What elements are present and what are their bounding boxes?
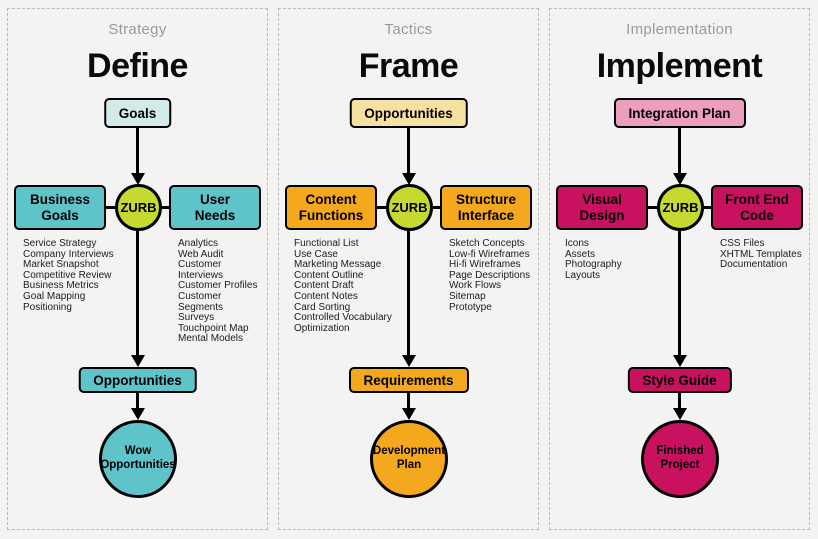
list-item: Assets: [565, 248, 596, 260]
list-item: Service Strategy: [23, 238, 97, 249]
list-item: Mental Models: [178, 333, 244, 345]
list-item: Web Audit: [178, 248, 224, 260]
list-item: Hi-fi Wireframes: [449, 259, 521, 271]
list-item: CSS Files: [720, 238, 765, 249]
connector-line: [407, 229, 410, 357]
arrow-down-icon: [673, 173, 687, 185]
list-item: Market Snapshot: [23, 259, 99, 271]
list-item: Customer Interviews: [178, 259, 224, 281]
list-item: Card Sorting: [294, 301, 351, 313]
panel-implementation: Implementation Implement Integration Pla…: [549, 8, 810, 530]
column-category: Implementation: [626, 21, 733, 38]
connector-line: [678, 127, 681, 175]
left-node: Visual Design: [556, 185, 648, 230]
connector-line: [136, 127, 139, 175]
panel-tactics: Tactics Frame Opportunities Content Func…: [278, 8, 539, 530]
list-item: Sitemap: [449, 290, 486, 302]
hub-node: ZURB: [657, 184, 704, 231]
right-node: Front End Code: [711, 185, 803, 230]
list-item: Documentation: [720, 259, 788, 271]
result-node: Finished Project: [641, 420, 719, 498]
column-title: Implement: [596, 47, 763, 85]
list-item: Surveys: [178, 312, 215, 324]
result-node: Wow Opportunities: [99, 420, 177, 498]
list-item: Sketch Concepts: [449, 238, 525, 249]
list-item: Business Metrics: [23, 280, 99, 292]
hub-node: ZURB: [115, 184, 162, 231]
connector-line: [678, 391, 681, 410]
list-item: XHTML Templates: [720, 248, 802, 260]
right-node: Structure Interface: [440, 185, 532, 230]
list-item: Positioning: [23, 301, 72, 313]
arrow-down-icon: [402, 355, 416, 367]
list-item: Low-fi Wireframes: [449, 248, 530, 260]
list-item: Controlled Vocabulary: [294, 312, 392, 324]
connector-line: [407, 127, 410, 175]
column-category: Strategy: [108, 21, 167, 38]
list-item: Content Outline: [294, 269, 364, 281]
list-item: Use Case: [294, 248, 338, 260]
right-node: User Needs: [169, 185, 261, 230]
arrow-down-icon: [402, 408, 416, 420]
column-category: Tactics: [384, 21, 433, 38]
left-node: Business Goals: [14, 185, 106, 230]
arrow-down-icon: [131, 173, 145, 185]
list-item: Touchpoint Map: [178, 322, 249, 334]
list-item: Optimization: [294, 322, 350, 334]
left-node: Content Functions: [285, 185, 377, 230]
list-item: Content Draft: [294, 280, 354, 292]
list-item: Work Flows: [449, 280, 502, 292]
list-item: Content Notes: [294, 290, 358, 302]
list-item: Goal Mapping: [23, 290, 86, 302]
output-node: Style Guide: [627, 367, 732, 393]
connector-line: [136, 229, 139, 357]
arrow-down-icon: [131, 355, 145, 367]
list-item: Analytics: [178, 238, 219, 249]
connector-line: [678, 229, 681, 357]
arrow-down-icon: [131, 408, 145, 420]
arrow-down-icon: [673, 355, 687, 367]
list-item: Company Interviews: [23, 248, 114, 260]
list-item: Marketing Message: [294, 259, 382, 271]
list-item: Prototype: [449, 301, 492, 313]
hub-node: ZURB: [386, 184, 433, 231]
column-title: Define: [87, 47, 188, 85]
list-item: Competitive Review: [23, 269, 112, 281]
result-node: Development Plan: [370, 420, 448, 498]
list-item: Page Descriptions: [449, 269, 531, 281]
top-node: Opportunities: [349, 98, 468, 128]
output-node: Requirements: [348, 367, 469, 393]
list-item: Customer Profiles: [178, 280, 258, 292]
arrow-down-icon: [673, 408, 687, 420]
list-item: Layouts: [565, 269, 601, 281]
output-node: Opportunities: [78, 367, 197, 393]
list-item: Icons: [565, 238, 589, 249]
panel-strategy: Strategy Define Goals Business Goals Use…: [7, 8, 268, 530]
list-item: Customer Segments: [178, 290, 224, 313]
top-node: Integration Plan: [613, 98, 746, 128]
connector-line: [136, 391, 139, 410]
column-title: Frame: [358, 47, 459, 85]
connector-line: [407, 391, 410, 410]
list-item: Photography: [565, 259, 622, 271]
arrow-down-icon: [402, 173, 416, 185]
top-node: Goals: [103, 98, 172, 128]
list-item: Functional List: [294, 238, 359, 249]
